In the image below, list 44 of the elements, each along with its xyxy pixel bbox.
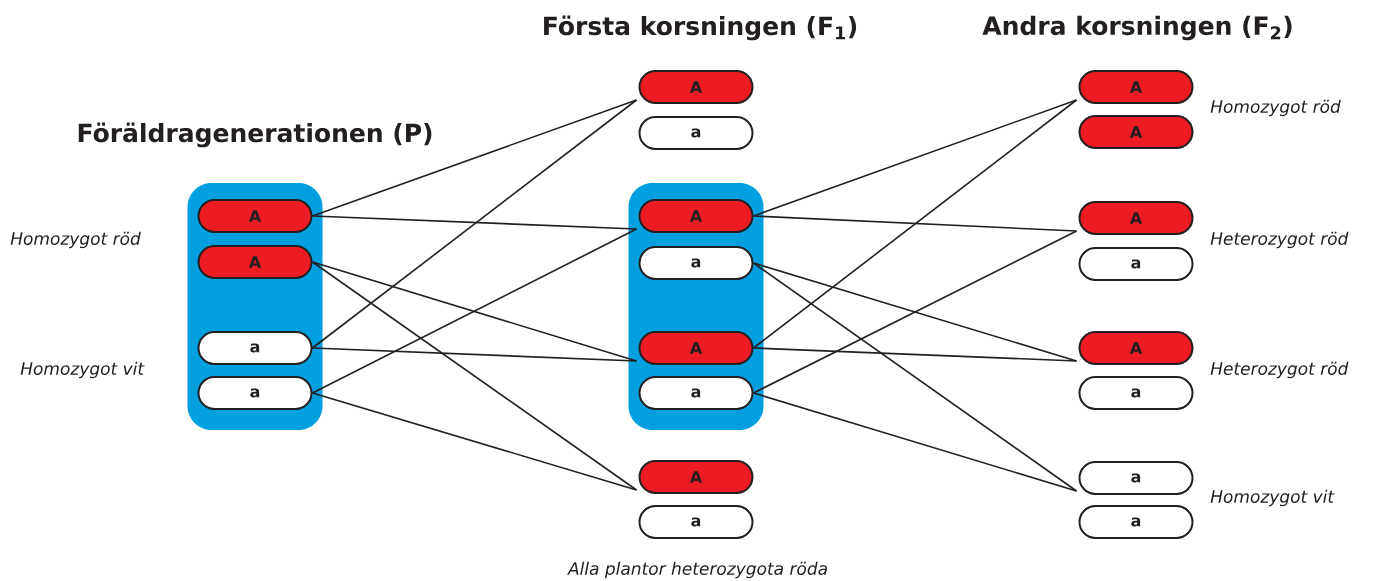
genotype-label: Alla plantor heterozygota röda [567, 561, 827, 579]
allele-pill: a [1078, 376, 1194, 410]
connector-line [752, 215, 1078, 232]
column-heading: Föräldragenerationen (P) [78, 122, 432, 148]
connector-line [311, 261, 638, 491]
connector-line [311, 228, 638, 394]
allele-pill: A [197, 245, 313, 279]
connector-line [752, 99, 1078, 349]
allele-pill: a [197, 376, 313, 410]
allele-pill: A [638, 460, 754, 494]
allele-pill: A [638, 199, 754, 233]
connector-line [752, 262, 1078, 492]
genotype-label: Heterozygot röd [1210, 231, 1349, 249]
genotype-label: Heterozygot röd [1210, 361, 1349, 379]
allele-pill: a [638, 505, 754, 539]
allele-pill: a [638, 116, 754, 150]
allele-pill: a [1078, 505, 1194, 539]
genotype-label: Homozygot vit [1210, 489, 1335, 507]
genotype-label: Homozygot röd [10, 231, 141, 249]
allele-pill: a [1078, 461, 1194, 495]
allele-pill: A [197, 199, 313, 233]
genotype-label: Homozygot vit [20, 361, 145, 379]
allele-pill: a [197, 331, 313, 365]
column-heading: Andra korsningen (F$_{2}$) [982, 15, 1292, 41]
connector-line [752, 392, 1078, 492]
genotype-label: Homozygot röd [1210, 99, 1341, 117]
allele-pill: A [638, 70, 754, 104]
allele-pill: A [638, 331, 754, 365]
allele-pill: A [1078, 70, 1194, 104]
allele-pill: a [1078, 247, 1194, 281]
connector-line [311, 347, 638, 362]
connector-line [752, 99, 1078, 217]
allele-pill: a [638, 246, 754, 280]
column-heading: Första korsningen (F$_{1}$) [544, 15, 857, 41]
connector-line [752, 347, 1078, 362]
connector-line [311, 99, 638, 349]
allele-pill: a [638, 376, 754, 410]
allele-pill: A [1078, 115, 1194, 149]
connector-line [752, 230, 1078, 394]
connector-line [311, 392, 638, 491]
allele-pill: A [1078, 331, 1194, 365]
connector-line [311, 215, 638, 230]
connector-line [311, 99, 638, 217]
allele-pill: A [1078, 201, 1194, 235]
